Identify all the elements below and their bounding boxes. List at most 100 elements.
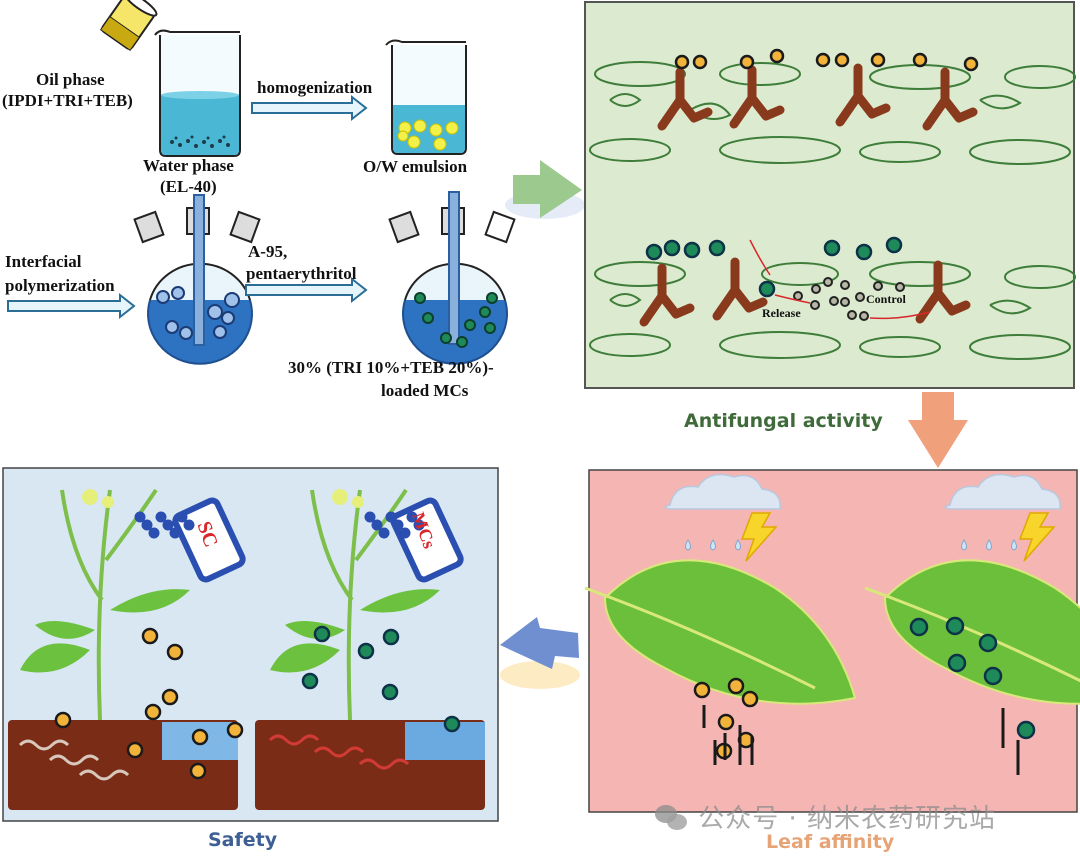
spray-droplet — [406, 511, 418, 523]
oil-phase-beaker-icon — [99, 0, 158, 52]
fungus-icon — [922, 67, 978, 131]
released-particle — [829, 296, 839, 306]
lightning-icon — [1018, 512, 1056, 562]
tebuconazole-particle — [739, 54, 755, 70]
released-particle — [855, 292, 865, 302]
raindrop-icon — [986, 539, 992, 551]
microcapsule-particle — [663, 239, 681, 257]
spray-droplet — [399, 527, 411, 539]
emulsion-beaker-icon — [385, 39, 467, 155]
control-label: Control — [866, 292, 906, 306]
microcapsule-particle — [983, 666, 1003, 686]
plant-leaf-icon — [360, 589, 440, 613]
released-particle — [847, 310, 857, 320]
fungus-icon — [915, 260, 971, 324]
plant-leaf-icon — [270, 643, 340, 673]
product-loaded-label: loaded MCs — [381, 381, 469, 400]
water-phase-label: Water phase — [143, 156, 234, 175]
tebuconazole-particle — [727, 677, 745, 695]
released-particle — [793, 291, 803, 301]
flower-icon — [332, 489, 348, 505]
water-phase-beaker-icon — [154, 29, 241, 157]
earthworm-icon — [18, 739, 70, 751]
flower-icon — [352, 496, 364, 508]
release-label: Release — [762, 306, 801, 320]
released-particle — [823, 277, 833, 287]
leaf-affinity-title: Leaf affinity — [766, 831, 895, 853]
leaf-icon — [883, 559, 1080, 705]
safety-title: Safety — [208, 829, 278, 851]
tebuconazole-particle — [870, 52, 886, 68]
tebuconazole-particle — [226, 721, 244, 739]
spray-droplet — [169, 527, 181, 539]
spray-droplet — [371, 519, 383, 531]
fungus-icon — [657, 67, 713, 131]
plant-leaf-icon — [35, 621, 95, 639]
earthworm-icon — [78, 769, 130, 781]
tebuconazole-particle — [815, 52, 831, 68]
leaf-icon — [603, 559, 857, 705]
microcapsule-particle — [645, 243, 663, 261]
microcapsule-particle — [758, 280, 776, 298]
released-particle — [840, 280, 850, 290]
flower-icon — [102, 496, 114, 508]
tebuconazole-particle — [144, 703, 162, 721]
released-particle — [810, 300, 820, 310]
microcapsule-particle — [313, 625, 331, 643]
spray-droplet — [364, 511, 376, 523]
antifungal-activity-title: Antifungal activity — [684, 410, 883, 432]
curing-arrow-icon — [245, 276, 368, 304]
released-particle — [840, 297, 850, 307]
spray-droplet — [413, 519, 425, 531]
microcapsule-particle — [708, 239, 726, 257]
interfacial-arrow-icon — [7, 292, 136, 320]
tebuconazole-particle — [141, 627, 159, 645]
raindrop-icon — [735, 539, 741, 551]
released-particle — [859, 311, 869, 321]
tebuconazole-particle — [741, 690, 759, 708]
microcapsule-flask-icon — [388, 191, 516, 365]
raindrop-icon — [961, 539, 967, 551]
tebuconazole-particle — [166, 643, 184, 661]
homogenization-label: homogenization — [257, 78, 373, 97]
spray-droplet — [155, 511, 167, 523]
released-particle — [811, 284, 821, 294]
released-particle — [873, 281, 883, 291]
fungus-icon — [729, 65, 785, 129]
fungus-icon — [712, 257, 768, 321]
tebuconazole-particle — [161, 688, 179, 706]
spray-droplet — [176, 511, 188, 523]
product-label: 30% (TRI 10%+TEB 20%)- — [288, 358, 494, 377]
tebuconazole-particle — [674, 54, 690, 70]
tebuconazole-particle — [769, 48, 785, 64]
oil-phase-components-label: (IPDI+TRI+TEB) — [2, 91, 133, 110]
plant-leaf-icon — [20, 643, 90, 673]
microcapsule-particle — [909, 617, 929, 637]
interfacial-label: Interfacial — [5, 252, 82, 271]
water-phase-emulsifier-label: (EL-40) — [160, 177, 217, 196]
release-arrow-icon — [749, 239, 771, 276]
fungus-icon — [835, 63, 891, 127]
green-arrow-icon — [505, 160, 585, 219]
microcapsule-particle — [683, 241, 701, 259]
tebuconazole-particle — [54, 711, 72, 729]
earthworm-icon — [48, 754, 100, 766]
wechat-icon — [655, 805, 689, 831]
microcapsule-particle — [945, 616, 965, 636]
microcapsule-particle — [443, 715, 461, 733]
antifungal-panel — [584, 1, 1076, 389]
lightning-icon — [740, 512, 778, 562]
tebuconazole-particle — [191, 728, 209, 746]
earthworm-icon — [313, 746, 365, 758]
plant-leaf-icon — [110, 589, 190, 613]
microcapsule-particle — [823, 239, 841, 257]
tebuconazole-particle — [834, 52, 850, 68]
raindrop-icon — [1011, 539, 1017, 551]
release-arrow-icon — [774, 294, 811, 304]
tebuconazole-particle — [189, 762, 207, 780]
spray-droplet — [141, 519, 153, 531]
microcapsule-particle — [885, 236, 903, 254]
tebuconazole-particle — [693, 681, 711, 699]
